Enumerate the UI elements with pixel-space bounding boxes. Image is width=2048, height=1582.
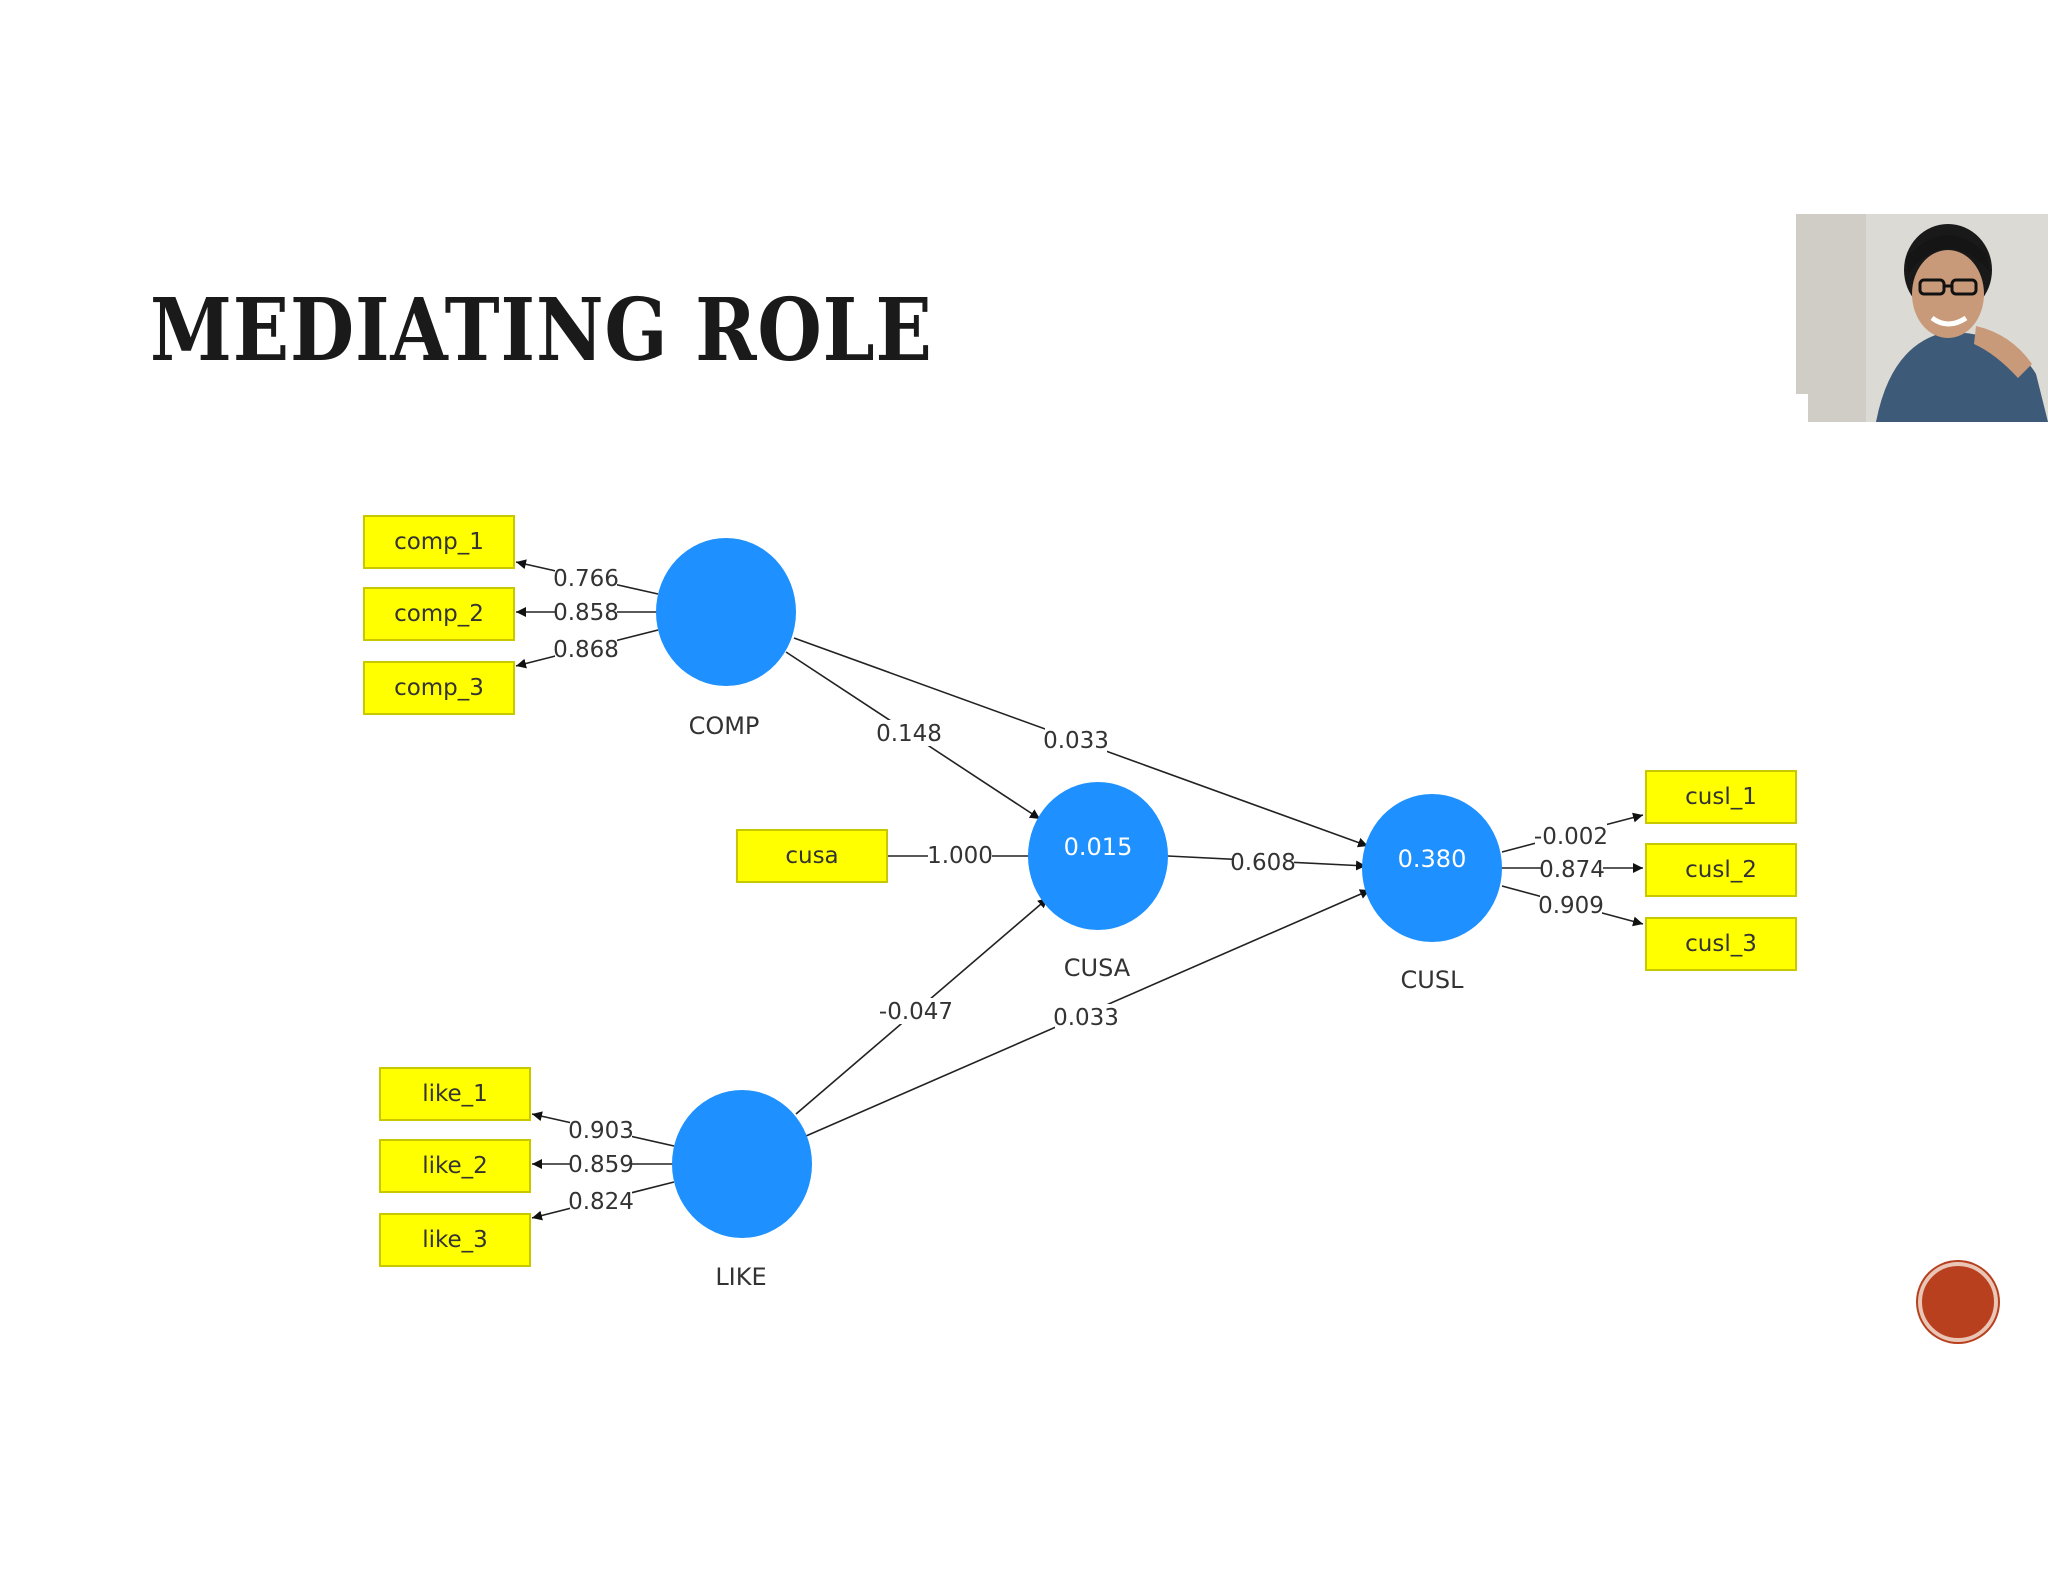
loading-label-cusl-1: -0.002 <box>1534 823 1608 850</box>
construct-comp[interactable] <box>656 538 796 686</box>
indicator-cusl-3[interactable]: cusl_3 <box>1645 917 1797 971</box>
svg-text:like_3: like_3 <box>422 1227 488 1253</box>
loading-label-cusl-3: 0.909 <box>1538 892 1604 919</box>
webcam-video-feed <box>1796 214 2048 422</box>
svg-text:cusl_3: cusl_3 <box>1685 931 1757 957</box>
loading-label-comp-1: 0.766 <box>553 565 619 592</box>
path-label-like-cusl: 0.033 <box>1053 1004 1119 1031</box>
indicator-comp-3[interactable]: comp_3 <box>363 661 515 715</box>
loading-label-comp-2: 0.858 <box>553 599 619 626</box>
slide-nav-button[interactable] <box>1918 1262 1998 1342</box>
indicator-like-1[interactable]: like_1 <box>379 1067 531 1121</box>
webcam-person-image <box>1796 214 2048 422</box>
r2-value-cusa: 0.015 <box>1064 833 1133 861</box>
svg-text:0.874: 0.874 <box>1539 857 1605 883</box>
construct-label-like: LIKE <box>715 1263 766 1291</box>
svg-text:0.766: 0.766 <box>553 566 619 592</box>
r2-value-cusl: 0.380 <box>1398 845 1467 873</box>
svg-text:0.858: 0.858 <box>553 600 619 626</box>
indicator-cusl-2[interactable]: cusl_2 <box>1645 843 1797 897</box>
loading-label-like-2: 0.859 <box>568 1151 634 1178</box>
construct-label-comp: COMP <box>689 712 760 740</box>
slide-title: MEDIATING ROLE <box>150 280 933 381</box>
construct-label-cusl: CUSL <box>1401 966 1465 994</box>
construct-cusa[interactable] <box>1028 782 1168 930</box>
path-label-comp-cusa: 0.148 <box>876 720 942 747</box>
loading-label-like-1: 0.903 <box>568 1117 634 1144</box>
loading-label-cusa: 1.000 <box>927 842 993 869</box>
svg-text:like_1: like_1 <box>422 1081 488 1107</box>
indicator-like-3[interactable]: like_3 <box>379 1213 531 1267</box>
path-label-like-cusa: -0.047 <box>879 998 953 1025</box>
indicator-cusa[interactable]: cusa <box>736 829 888 883</box>
indicator-comp-2[interactable]: comp_2 <box>363 587 515 641</box>
svg-text:cusl_2: cusl_2 <box>1685 857 1757 883</box>
svg-text:comp_1: comp_1 <box>394 529 484 555</box>
svg-text:0.903: 0.903 <box>568 1118 634 1144</box>
path-label-comp-cusl: 0.033 <box>1043 727 1109 754</box>
loading-label-like-3: 0.824 <box>568 1188 634 1215</box>
path-label-cusa-cusl: 0.608 <box>1230 849 1296 876</box>
construct-like[interactable] <box>672 1090 812 1238</box>
svg-text:0.033: 0.033 <box>1043 728 1109 754</box>
svg-text:0.824: 0.824 <box>568 1189 634 1215</box>
loading-label-cusl-2: 0.874 <box>1539 856 1605 883</box>
svg-text:-0.047: -0.047 <box>879 999 953 1025</box>
svg-text:like_2: like_2 <box>422 1153 488 1179</box>
svg-text:0.909: 0.909 <box>1538 893 1604 919</box>
svg-text:cusa: cusa <box>785 843 838 869</box>
loading-label-comp-3: 0.868 <box>553 636 619 663</box>
indicator-comp-1[interactable]: comp_1 <box>363 515 515 569</box>
svg-text:0.608: 0.608 <box>1230 850 1296 876</box>
svg-text:0.148: 0.148 <box>876 721 942 747</box>
indicator-like-2[interactable]: like_2 <box>379 1139 531 1193</box>
construct-label-cusa: CUSA <box>1064 954 1131 982</box>
svg-text:1.000: 1.000 <box>927 843 993 869</box>
svg-text:0.859: 0.859 <box>568 1152 634 1178</box>
svg-text:0.868: 0.868 <box>553 637 619 663</box>
svg-text:comp_2: comp_2 <box>394 601 484 627</box>
svg-text:0.033: 0.033 <box>1053 1005 1119 1031</box>
svg-text:cusl_1: cusl_1 <box>1685 784 1757 810</box>
svg-text:comp_3: comp_3 <box>394 675 484 701</box>
construct-cusl[interactable] <box>1362 794 1502 942</box>
svg-text:-0.002: -0.002 <box>1534 824 1608 850</box>
indicator-cusl-1[interactable]: cusl_1 <box>1645 770 1797 824</box>
